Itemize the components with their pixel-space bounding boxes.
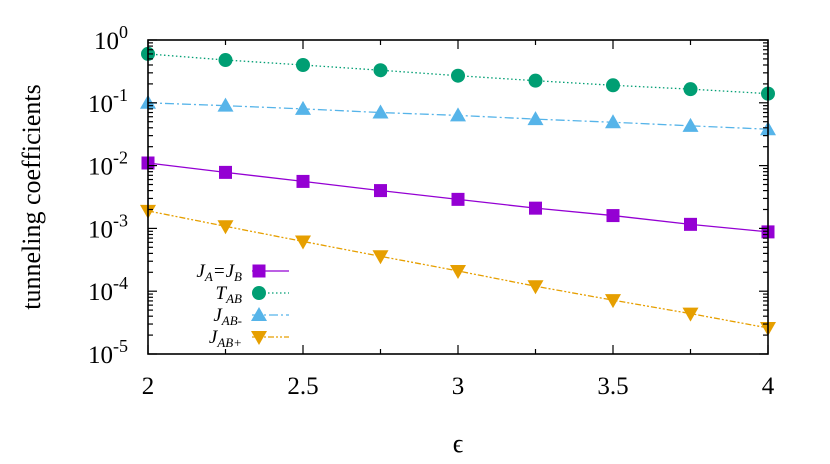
- data-point: [606, 78, 620, 93]
- data-point: [529, 201, 542, 215]
- legend-entry: JAB+: [209, 327, 289, 350]
- data-point: [606, 209, 620, 223]
- y-tick-label: 10-4: [88, 273, 128, 306]
- series-2: [140, 94, 776, 136]
- y-tick-base: 10: [88, 216, 113, 243]
- legend-entry: TAB: [216, 283, 289, 306]
- y-tick-base: 10: [88, 342, 113, 369]
- legend-marker: [252, 264, 266, 278]
- y-tick-label: 10-5: [88, 336, 128, 369]
- legend-marker: [252, 286, 266, 300]
- y-axis-label: tunneling coefficients: [17, 84, 46, 310]
- data-point: [296, 57, 310, 72]
- data-point: [217, 97, 234, 112]
- data-point: [374, 184, 387, 198]
- legend-marker: [251, 307, 267, 321]
- y-tick-base: 10: [88, 279, 113, 306]
- legend-label-part: J: [209, 327, 219, 348]
- y-tick-label: 10-1: [88, 85, 128, 118]
- x-tick-label: 2.5: [287, 373, 318, 400]
- legend-label-part: J: [213, 305, 223, 326]
- legend-label-part: AB: [225, 291, 242, 306]
- y-tick-exponent: -2: [113, 148, 128, 168]
- data-point: [684, 217, 697, 231]
- data-point: [372, 104, 389, 119]
- x-tick-label: 3.5: [597, 373, 628, 400]
- legend-label: JAB-: [213, 305, 242, 328]
- legend-label-part: =J: [213, 261, 236, 282]
- legend-entry: JA=JB: [196, 261, 289, 284]
- legend-entry: JAB-: [213, 305, 289, 328]
- data-point: [296, 174, 310, 188]
- data-point: [527, 111, 544, 126]
- series-1: [141, 46, 775, 101]
- y-tick-base: 10: [88, 154, 113, 181]
- data-point: [605, 114, 621, 129]
- data-point: [528, 73, 543, 88]
- data-point: [683, 82, 698, 97]
- legend-label-part: AB+: [216, 335, 242, 350]
- series-0: [141, 156, 775, 239]
- data-point: [217, 220, 234, 235]
- legend-label-part: T: [216, 283, 228, 304]
- y-tick-exponent: -5: [113, 336, 128, 356]
- data-point: [527, 280, 544, 295]
- legend-label: TAB: [216, 283, 243, 306]
- legend-marker: [251, 331, 267, 345]
- data-point: [218, 53, 233, 68]
- legend-label: JA=JB: [196, 261, 242, 284]
- data-point: [219, 165, 232, 179]
- y-tick-exponent: -4: [113, 273, 128, 293]
- data-point: [295, 235, 311, 250]
- data-point: [450, 264, 466, 279]
- legend-label-part: A: [204, 269, 213, 284]
- x-tick-label: 2: [142, 373, 155, 400]
- data-point: [605, 294, 621, 309]
- x-axis-label: ϵ: [453, 429, 464, 458]
- data-point: [682, 117, 699, 132]
- data-point: [372, 250, 389, 265]
- data-point: [451, 192, 465, 206]
- y-tick-exponent: 0: [119, 22, 128, 42]
- legend-label-part: J: [196, 261, 206, 282]
- plot-area: [140, 46, 776, 336]
- y-tick-base: 10: [88, 91, 113, 118]
- data-point: [451, 68, 465, 83]
- y-tick-label: 10-2: [88, 148, 128, 181]
- x-tick-label: 4: [762, 373, 775, 400]
- series-3: [140, 204, 776, 336]
- data-point: [373, 63, 388, 78]
- legend-label: JAB+: [209, 327, 242, 350]
- series-line: [147, 210, 769, 329]
- y-tick-exponent: -3: [113, 210, 128, 230]
- data-point: [682, 307, 699, 322]
- y-tick-label: 100: [94, 22, 128, 55]
- x-tick-label: 3: [452, 373, 465, 400]
- data-point: [295, 100, 311, 115]
- legend-label-part: AB-: [221, 313, 242, 328]
- data-point: [450, 107, 466, 122]
- legend-label-part: B: [234, 269, 242, 284]
- y-tick-exponent: -1: [113, 85, 128, 105]
- y-tick-base: 10: [94, 28, 119, 55]
- y-tick-label: 10-3: [88, 210, 128, 243]
